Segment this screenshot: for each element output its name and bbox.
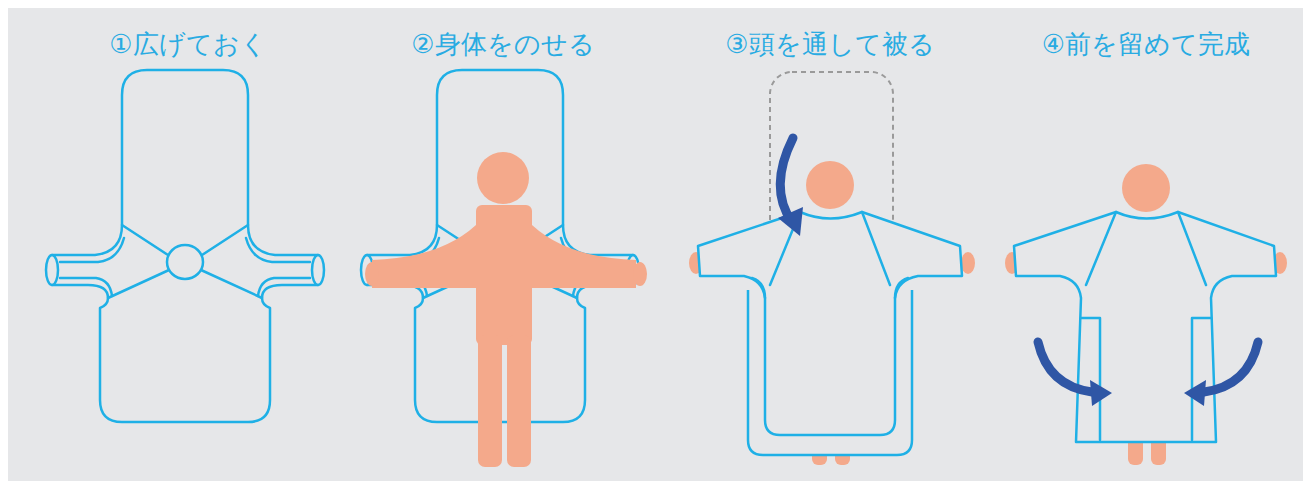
step-title: ③頭を通して被る: [725, 29, 934, 60]
step-title: ①広げておく: [109, 29, 266, 60]
step-title: ②身体をのせる: [411, 29, 594, 60]
step-title: ④前を留めて完成: [1042, 29, 1250, 60]
gown-done: [1005, 164, 1287, 465]
body-figure: [365, 152, 647, 467]
gown-dressing: [689, 72, 975, 465]
panel-ground: [8, 8, 1303, 481]
gown-flat: [46, 70, 324, 422]
